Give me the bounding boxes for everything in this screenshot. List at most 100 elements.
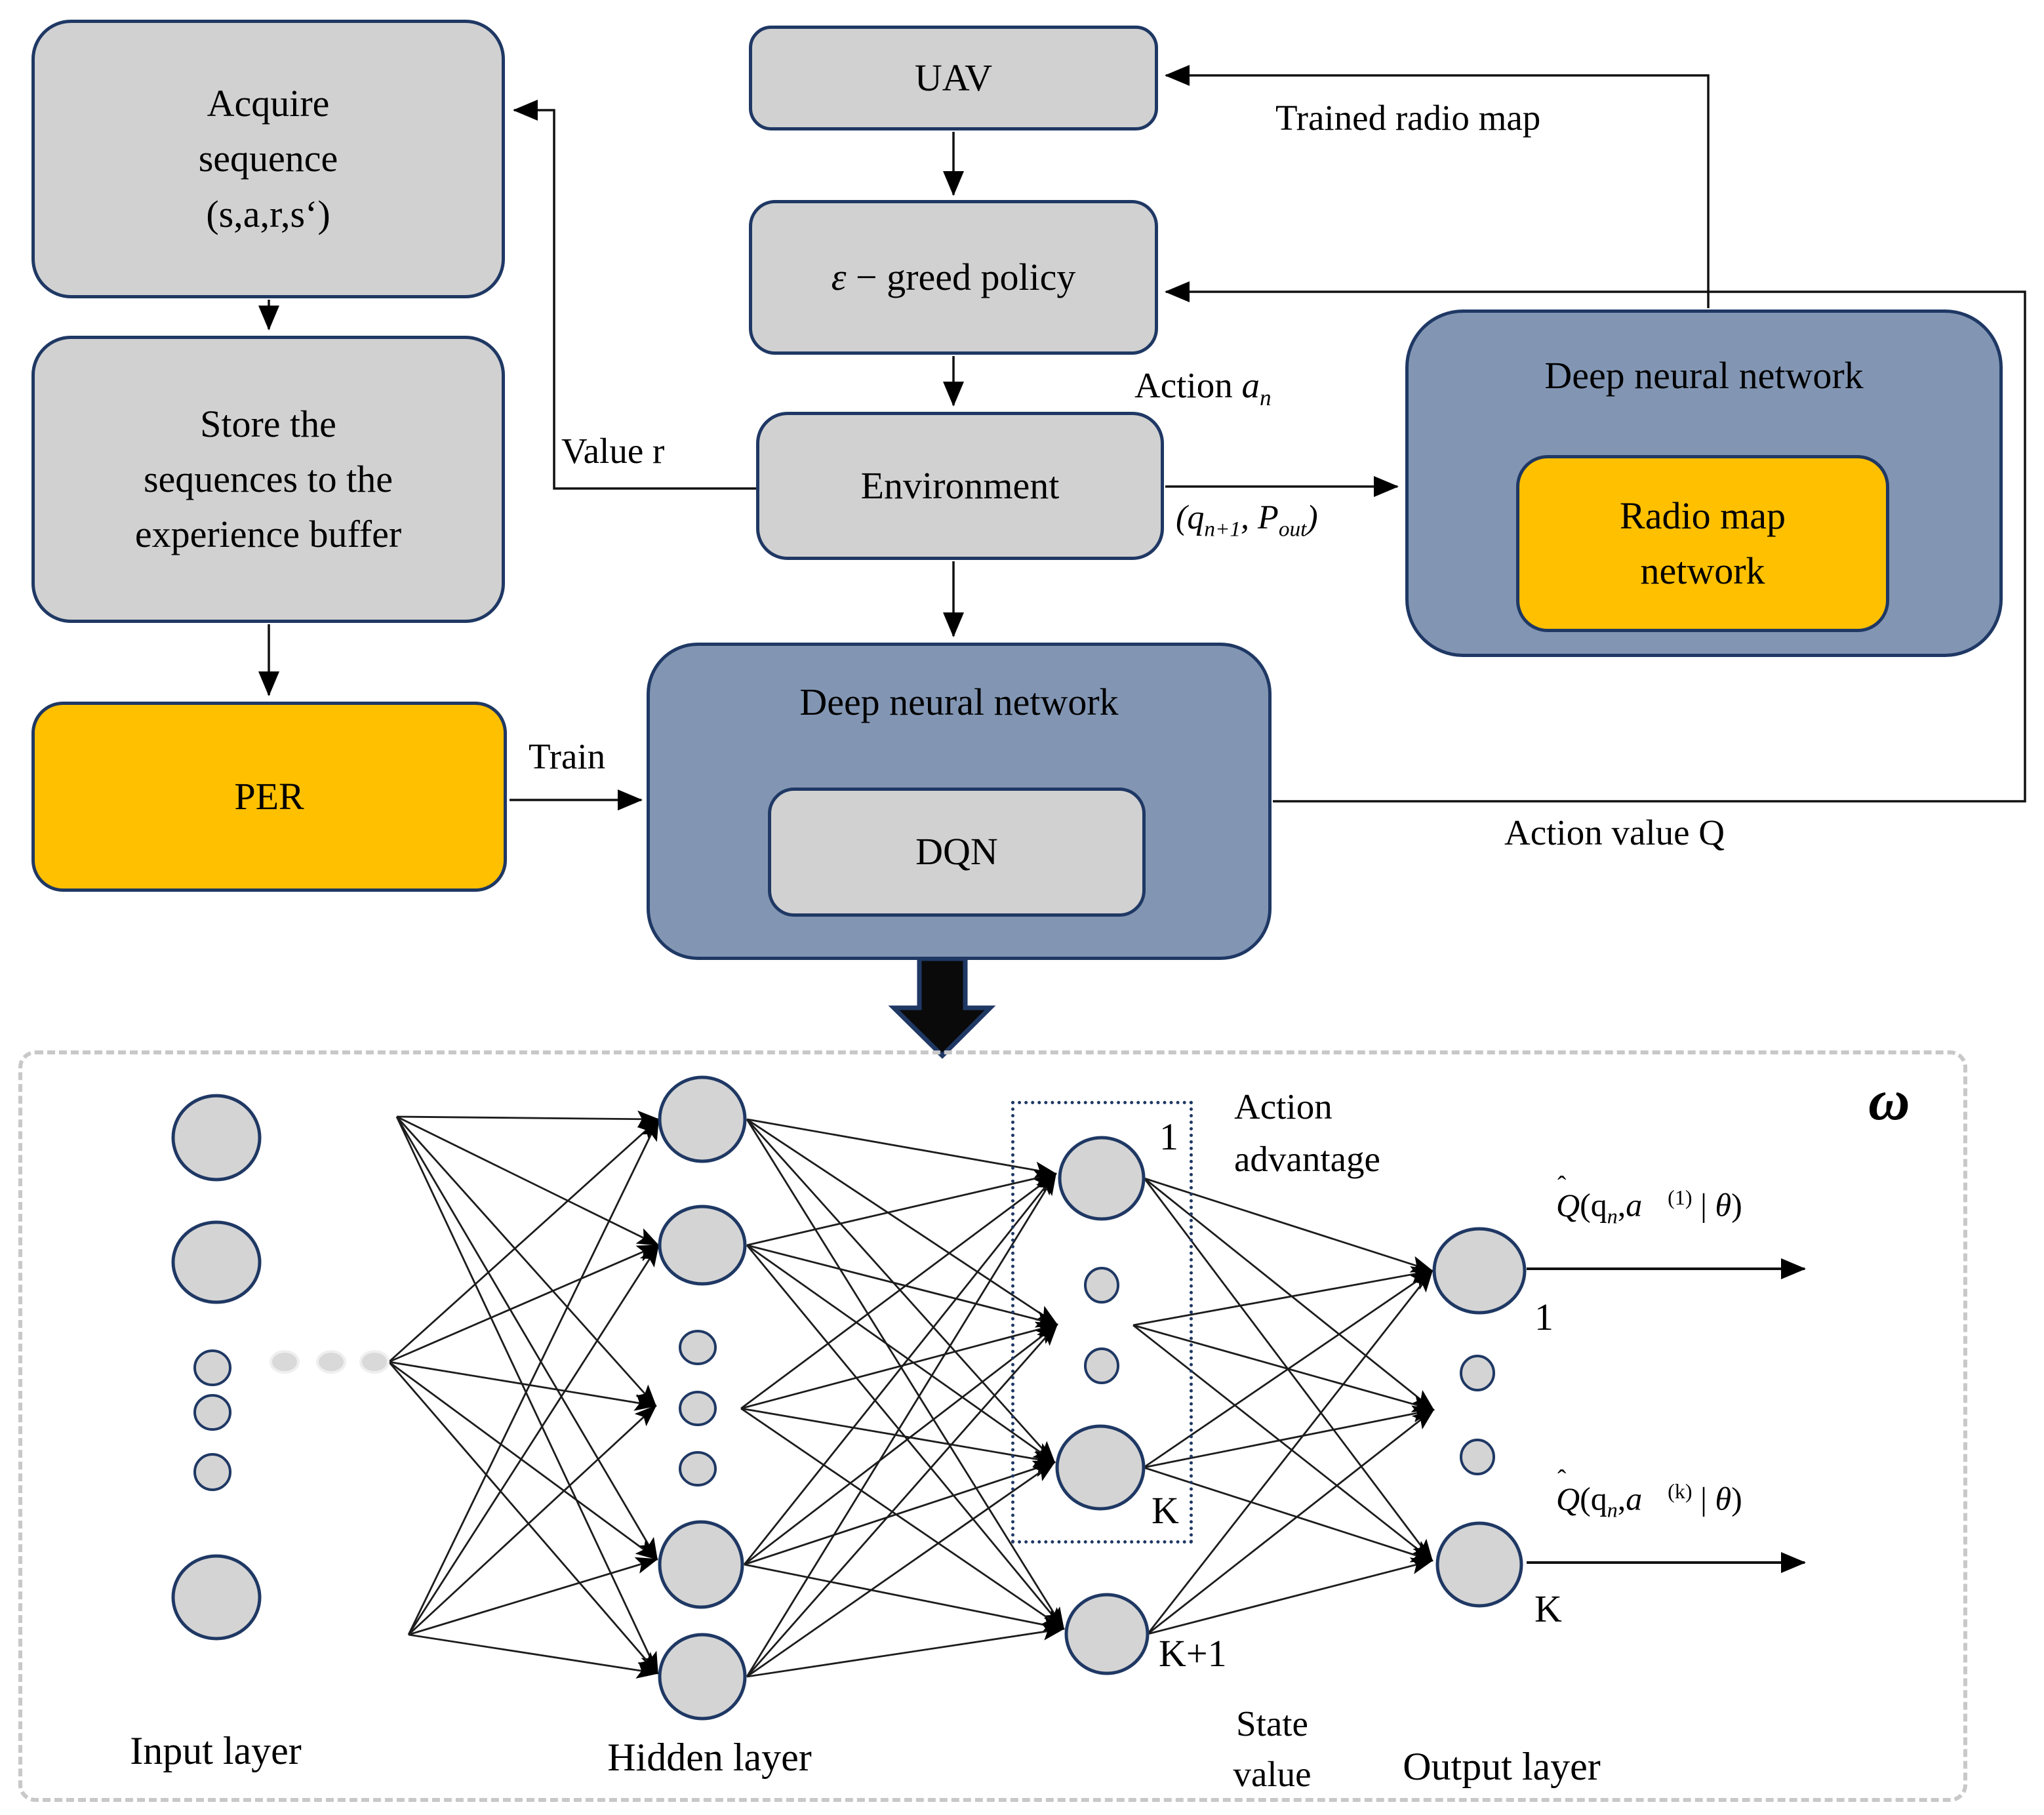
bar: | [1692, 1480, 1715, 1517]
nn-edge [388, 1244, 660, 1363]
qp-p: P [1258, 499, 1279, 536]
nn-edge [746, 1244, 1056, 1464]
nn-edge [743, 1172, 1057, 1565]
nn-edge [746, 1170, 1057, 1247]
nn-node [658, 1520, 744, 1609]
nn-node [1064, 1593, 1150, 1675]
qp-comma: , [1241, 499, 1258, 536]
nn-node [1460, 1355, 1495, 1391]
nn-edge [744, 1323, 1058, 1566]
nn-node [270, 1350, 300, 1374]
epsilon-symbol: ε [831, 255, 847, 298]
nn-edge [740, 1407, 1056, 1467]
nn-node [359, 1350, 390, 1374]
train-label: Train [529, 736, 606, 776]
store-buffer-text: Store the sequences to the experience bu… [135, 397, 401, 562]
nn-edge [746, 1118, 1058, 1326]
qp-close: ) [1306, 499, 1318, 536]
radiomap-dnn-title: Deep neural network [1544, 354, 1864, 397]
value-r-label: Value r [561, 431, 665, 471]
policy-dash: − [846, 255, 887, 298]
nn-edge [388, 1361, 659, 1675]
nn-node [1084, 1267, 1119, 1304]
nn-edge [746, 1119, 1056, 1464]
a-vector: a⃗ [1626, 1186, 1668, 1224]
dqn-inner-box: DQN [768, 788, 1146, 917]
action-pre: Action [1134, 365, 1242, 405]
box-line: (s,a,r,s‘) [206, 192, 331, 235]
nn-edge [388, 1361, 657, 1411]
nn-edge [1132, 1324, 1433, 1562]
nn-edge [407, 1244, 660, 1635]
nn-node [658, 1633, 747, 1721]
nn-edge [1147, 1557, 1433, 1635]
qp-open: ( [1176, 499, 1188, 536]
nn-node-layer [171, 1075, 1527, 1721]
nn-edge [740, 1407, 1065, 1630]
hat-mark: ˆ [1557, 1464, 1567, 1494]
nn-node [193, 1394, 231, 1431]
output-node-k-label: K [1534, 1587, 1562, 1630]
nn-node [1432, 1227, 1527, 1315]
input-layer-label: Input layer [130, 1729, 302, 1772]
box-line: Store the [200, 402, 336, 445]
box-line: sequence [198, 137, 338, 180]
qp-psub: out [1278, 517, 1307, 542]
nn-edge [1147, 1408, 1435, 1635]
annotation-line: advantage [1234, 1138, 1380, 1179]
action-advantage-dotted-box [1011, 1101, 1193, 1544]
nn-node [679, 1391, 717, 1426]
action-sub: n [1259, 385, 1272, 410]
output-layer-label: Output layer [1403, 1745, 1601, 1788]
output-node-1-label: 1 [1534, 1296, 1553, 1338]
annotation-line: State [1236, 1704, 1308, 1744]
nn-edge [746, 1119, 1065, 1630]
paren: ( [1580, 1480, 1591, 1517]
nn-edge [740, 1321, 1058, 1410]
hat-mark: ˆ [1557, 1170, 1567, 1200]
nn-node [1435, 1521, 1523, 1608]
acquire-sequence-text: Acquire sequence (s,a,r,s‘) [199, 76, 338, 241]
bar: | [1692, 1186, 1715, 1224]
uav-text: UAV [914, 56, 993, 99]
nn-edge [746, 1244, 1058, 1328]
box-line: experience buffer [134, 513, 402, 556]
nn-node [679, 1451, 717, 1486]
a-sup: (k) [1668, 1479, 1693, 1503]
box-line: Radio map [1620, 494, 1786, 537]
nn-node [193, 1349, 231, 1386]
acquire-sequence-box: Acquire sequence (s,a,r,s‘) [31, 20, 505, 298]
nn-edge [408, 1405, 657, 1636]
nn-edge [408, 1557, 658, 1636]
q-pout-label: (qn+1, Pout) [1176, 498, 1318, 542]
nn-edge [388, 1118, 660, 1363]
nn-node [171, 1554, 262, 1641]
nn-edge [395, 1116, 657, 1407]
arrow-value-r-feedback [513, 100, 756, 490]
annotation-line: value [1233, 1754, 1312, 1794]
nn-edge [407, 1118, 660, 1635]
action-advantage-label: Action advantage [1234, 1081, 1496, 1186]
trained-radio-map-label: Trained radio map [1275, 98, 1541, 138]
nn-edge [388, 1361, 658, 1561]
advantage-node-k-label: K [1152, 1489, 1179, 1532]
qp-q: q [1187, 499, 1205, 536]
state-node-k1-label: K+1 [1159, 1632, 1227, 1675]
dqn-inner-text: DQN [915, 830, 998, 873]
arrow-action-value-q [1165, 281, 2026, 803]
a-vector: a⃗ [1626, 1480, 1668, 1517]
nn-edge [746, 1172, 1057, 1677]
nn-node [171, 1220, 262, 1304]
greedy-policy-text: ε − greed policy [832, 250, 1076, 305]
radiomap-inner-box: Radio map network [1516, 455, 1889, 632]
nn-node [679, 1330, 717, 1365]
environment-box: Environment [756, 412, 1164, 560]
nn-edge [746, 1118, 1057, 1179]
q-sub: n [1607, 1204, 1618, 1228]
box-line: sequences to the [143, 457, 393, 500]
